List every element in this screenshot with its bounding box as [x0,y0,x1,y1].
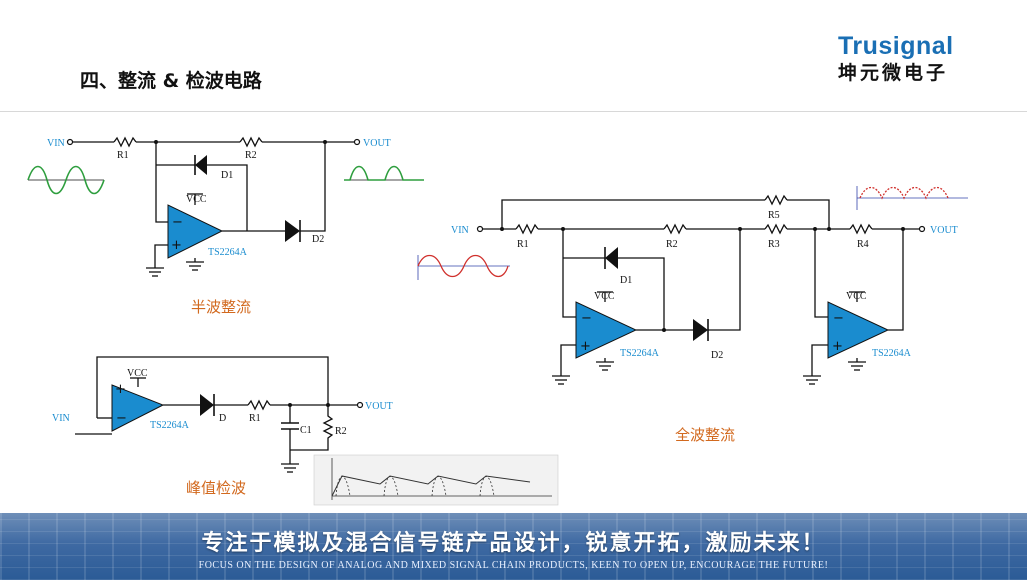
svg-text:+: + [832,339,843,354]
svg-text:VIN: VIN [47,138,65,149]
opamp-half-wave [167,204,224,259]
caption-half-wave: 半波整流 [191,298,252,316]
svg-text:R2: R2 [245,150,257,161]
diode-d2 [285,220,300,242]
resistor-r1 [247,399,271,411]
svg-text:VIN: VIN [451,225,469,236]
output-half-wave [344,165,424,181]
resistor-r2 [239,136,263,148]
peak-detector-waveform [313,454,559,506]
svg-text:VIN: VIN [52,413,70,424]
svg-text:TS2264A: TS2264A [872,348,912,359]
title-divider [0,111,1027,112]
svg-text:D2: D2 [312,234,324,245]
svg-text:D2: D2 [711,350,723,361]
caption-full-wave: 全波整流 [675,426,736,444]
svg-text:+: + [115,382,126,397]
opamp-peak-detector [111,384,165,432]
svg-text:D1: D1 [620,275,632,286]
input-sine-wave [27,165,105,195]
svg-text:VOUT: VOUT [363,138,391,149]
svg-text:D: D [219,413,226,424]
full-wave-output-wave [856,186,968,210]
brand-name-cn: 坤元微电子 [838,62,949,84]
resistor-r3 [764,223,788,235]
svg-text:C1: C1 [300,425,312,436]
svg-text:VCC: VCC [846,291,867,302]
svg-text:VCC: VCC [127,368,148,379]
resistor-r5 [764,194,788,206]
footer-slogan: 专注于模拟及混合信号链产品设计，锐意开拓，激励未来！ [201,531,826,556]
peak-detector-circuit: − + VIN VOUT D R1 C1 [52,356,559,506]
circuit-diagrams: − + VIN VOUT R1 R2 D1 D2 VCC TS2264A [27,136,968,506]
svg-text:R2: R2 [666,239,678,250]
full-wave-circuit: − + − + VIN VOUT [417,186,968,385]
resistor-r2 [290,405,334,451]
slide-title: 四、整流 & 检波电路 [80,70,262,92]
svg-text:TS2264A: TS2264A [208,247,248,258]
svg-text:−: − [116,411,127,426]
svg-text:R1: R1 [117,150,129,161]
footer-subtitle: FOCUS ON THE DESIGN OF ANALOG AND MIXED … [198,560,829,571]
resistor-r1 [113,136,137,148]
diode-d1 [195,155,207,175]
svg-text:R4: R4 [857,239,869,250]
svg-text:TS2264A: TS2264A [620,348,660,359]
resistor-r2 [663,223,687,235]
svg-text:R2: R2 [335,426,347,437]
svg-text:VCC: VCC [186,194,207,205]
brand-logo: Trusignal 坤元微电子 [838,32,988,86]
svg-text:TS2264A: TS2264A [150,420,190,431]
svg-text:R5: R5 [768,210,780,221]
svg-text:+: + [171,238,182,253]
svg-text:VCC: VCC [594,291,615,302]
resistor-r4 [849,223,873,235]
svg-text:VOUT: VOUT [365,401,393,412]
diode-d [200,394,214,416]
opamp-stage-2 [827,301,890,359]
caption-peak-detector: 峰值检波 [186,479,247,497]
diode-d2 [693,319,708,341]
full-wave-input-wave [417,254,510,280]
svg-text:VOUT: VOUT [930,225,958,236]
svg-text:−: − [172,215,183,230]
svg-text:R1: R1 [517,239,529,250]
svg-text:+: + [580,339,591,354]
brand-name-en: Trusignal [838,32,954,60]
diode-d1 [605,247,618,269]
svg-text:−: − [581,311,592,326]
svg-text:R1: R1 [249,413,261,424]
svg-text:D1: D1 [221,170,233,181]
svg-text:−: − [833,311,844,326]
resistor-r1 [515,223,539,235]
opamp-stage-1 [575,301,638,359]
svg-text:R3: R3 [768,239,780,250]
half-wave-circuit: − + VIN VOUT R1 R2 D1 D2 VCC TS2264A [27,136,424,277]
footer-banner: 专注于模拟及混合信号链产品设计，锐意开拓，激励未来！ FOCUS ON THE … [0,513,1027,580]
